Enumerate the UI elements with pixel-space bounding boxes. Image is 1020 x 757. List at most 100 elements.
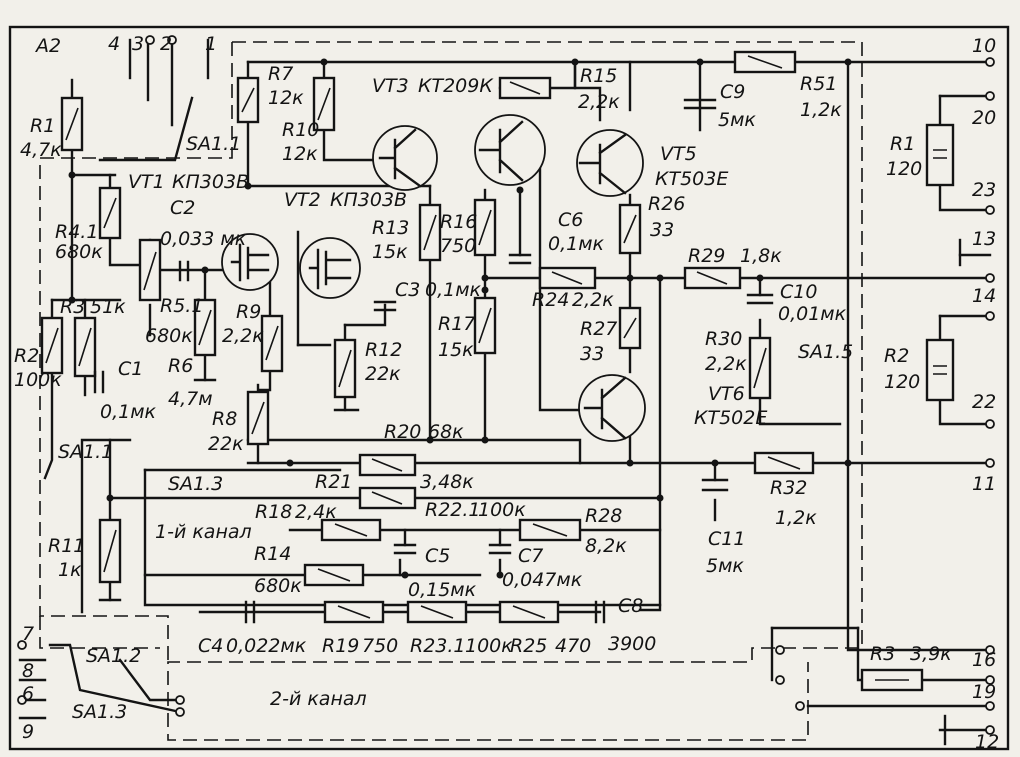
r27-ref: R27 bbox=[580, 318, 617, 340]
terminal-8: 8 bbox=[22, 660, 34, 682]
c10-ref: C10 bbox=[780, 281, 817, 303]
r20-value: 68к bbox=[428, 421, 464, 443]
terminal-7: 7 bbox=[22, 623, 34, 645]
r22-ref: R22.1 bbox=[425, 499, 481, 521]
terminal-22: 22 bbox=[972, 391, 996, 413]
r51-ref: R51 bbox=[800, 73, 837, 95]
ext-r1-ref: R1 bbox=[890, 133, 915, 155]
r21-ref: R21 bbox=[315, 471, 352, 493]
r32-value: 1,2к bbox=[775, 507, 817, 529]
r29-ref: R29 bbox=[688, 245, 725, 267]
r14-ref: R14 bbox=[254, 543, 291, 565]
terminal-14: 14 bbox=[972, 285, 996, 307]
vt1-part: КП303В bbox=[172, 171, 249, 193]
c8-value: 3900 bbox=[608, 633, 656, 655]
c3-ref: C3 bbox=[395, 279, 420, 301]
r7-ref: R7 bbox=[268, 63, 293, 85]
r15-ref: R15 bbox=[580, 65, 617, 87]
vt2-part: КП303В bbox=[330, 189, 407, 211]
r30-value: 2,2к bbox=[705, 353, 747, 375]
module-boundaries bbox=[39, 41, 863, 741]
c2-ref: C2 bbox=[170, 197, 195, 219]
c5-ref: C5 bbox=[425, 545, 450, 567]
r10-value: 12к bbox=[282, 143, 318, 165]
vt2-ref: VT2 bbox=[284, 189, 321, 211]
board-frame bbox=[8, 25, 1010, 751]
c4-value: 0,022мк bbox=[226, 635, 307, 657]
terminal-pins bbox=[17, 35, 995, 735]
terminal-4: 4 bbox=[108, 33, 120, 55]
r20-ref: R20 bbox=[384, 421, 421, 443]
sa1-3-label: SA1.3 bbox=[168, 473, 223, 495]
r28-value: 8,2к bbox=[585, 535, 627, 557]
r15-value: 2,2к bbox=[578, 91, 620, 113]
r16-ref: R16 bbox=[440, 211, 477, 233]
c9-value: 5мк bbox=[718, 109, 756, 131]
r24-ref: R24 bbox=[532, 289, 569, 311]
r29-value: 1,8к bbox=[740, 245, 782, 267]
r4-value: 680к bbox=[55, 241, 103, 263]
r25-value: 470 bbox=[555, 635, 591, 657]
sa1-1-bottom-label: SA1.1 bbox=[58, 441, 113, 463]
r19-value: 750 bbox=[362, 635, 398, 657]
r23-ref: R23.1 bbox=[410, 635, 466, 657]
r11-ref: R11 bbox=[48, 535, 85, 557]
sa1-5-label: SA1.5 bbox=[798, 341, 853, 363]
ext-r2-value: 120 bbox=[884, 371, 920, 393]
r22-value: 100к bbox=[478, 499, 526, 521]
r18-value: 2,4к bbox=[295, 501, 337, 523]
terminal-13: 13 bbox=[972, 228, 996, 250]
terminal-12: 12 bbox=[975, 731, 999, 753]
r12-ref: R12 bbox=[365, 339, 402, 361]
vt6-ref: VT6 bbox=[708, 383, 745, 405]
vt5-ref: VT5 bbox=[660, 143, 697, 165]
terminal-2: 2 bbox=[160, 33, 172, 55]
r6-value: 4,7м bbox=[168, 388, 213, 410]
r19-ref: R19 bbox=[322, 635, 359, 657]
c1-ref: C1 bbox=[118, 358, 143, 380]
c10-value: 0,01мк bbox=[778, 303, 847, 325]
r17-value: 15к bbox=[438, 339, 474, 361]
c6-value: 0,1мк bbox=[548, 233, 605, 255]
r24-value: 2,2к bbox=[572, 289, 614, 311]
channel-2-label: 2-й канал bbox=[270, 688, 367, 710]
r23-value: 100к bbox=[465, 635, 513, 657]
terminal-11: 11 bbox=[972, 473, 996, 495]
terminal-9: 9 bbox=[22, 721, 34, 743]
vt5-part: КТ503Е bbox=[655, 168, 728, 190]
c9-ref: C9 bbox=[720, 81, 745, 103]
r4-ref: R4.1 bbox=[55, 221, 98, 243]
r17-ref: R17 bbox=[438, 313, 475, 335]
r27-value: 33 bbox=[580, 343, 604, 365]
r13-ref: R13 bbox=[372, 217, 409, 239]
board-label: A2 bbox=[34, 35, 61, 57]
transistor-symbols bbox=[221, 114, 646, 442]
r3-ref: R3 bbox=[60, 296, 85, 318]
r9-ref: R9 bbox=[236, 301, 261, 323]
channel-1-label: 1-й канал bbox=[155, 521, 252, 543]
c1-value: 0,1мк bbox=[100, 401, 157, 423]
vt3-part: КТ209К bbox=[418, 75, 494, 97]
ext-r1-value: 120 bbox=[886, 158, 922, 180]
r1-ref: R1 bbox=[30, 115, 55, 137]
r11-value: 1к bbox=[58, 559, 82, 581]
r5-ref: R5.1 bbox=[160, 295, 203, 317]
r8-ref: R8 bbox=[212, 408, 237, 430]
r28-ref: R28 bbox=[585, 505, 622, 527]
c7-ref: C7 bbox=[518, 545, 543, 567]
sa1-1-top-label: SA1.1 bbox=[186, 133, 241, 155]
terminal-19: 19 bbox=[972, 681, 996, 703]
sa1-2-label: SA1.2 bbox=[86, 645, 141, 667]
r21-value: 3,48к bbox=[420, 471, 474, 493]
terminal-20: 20 bbox=[972, 107, 996, 129]
c11-value: 5мк bbox=[706, 555, 744, 577]
r2-ref: R2 bbox=[14, 345, 39, 367]
c8-ref: C8 bbox=[618, 595, 643, 617]
terminal-23: 23 bbox=[972, 179, 996, 201]
r13-value: 15к bbox=[372, 241, 408, 263]
ext-r3-ref: R3 bbox=[870, 643, 895, 665]
r12-value: 22к bbox=[365, 363, 401, 385]
r26-value: 33 bbox=[650, 219, 674, 241]
r16-value: 750 bbox=[440, 235, 476, 257]
r25-ref: R25 bbox=[510, 635, 547, 657]
